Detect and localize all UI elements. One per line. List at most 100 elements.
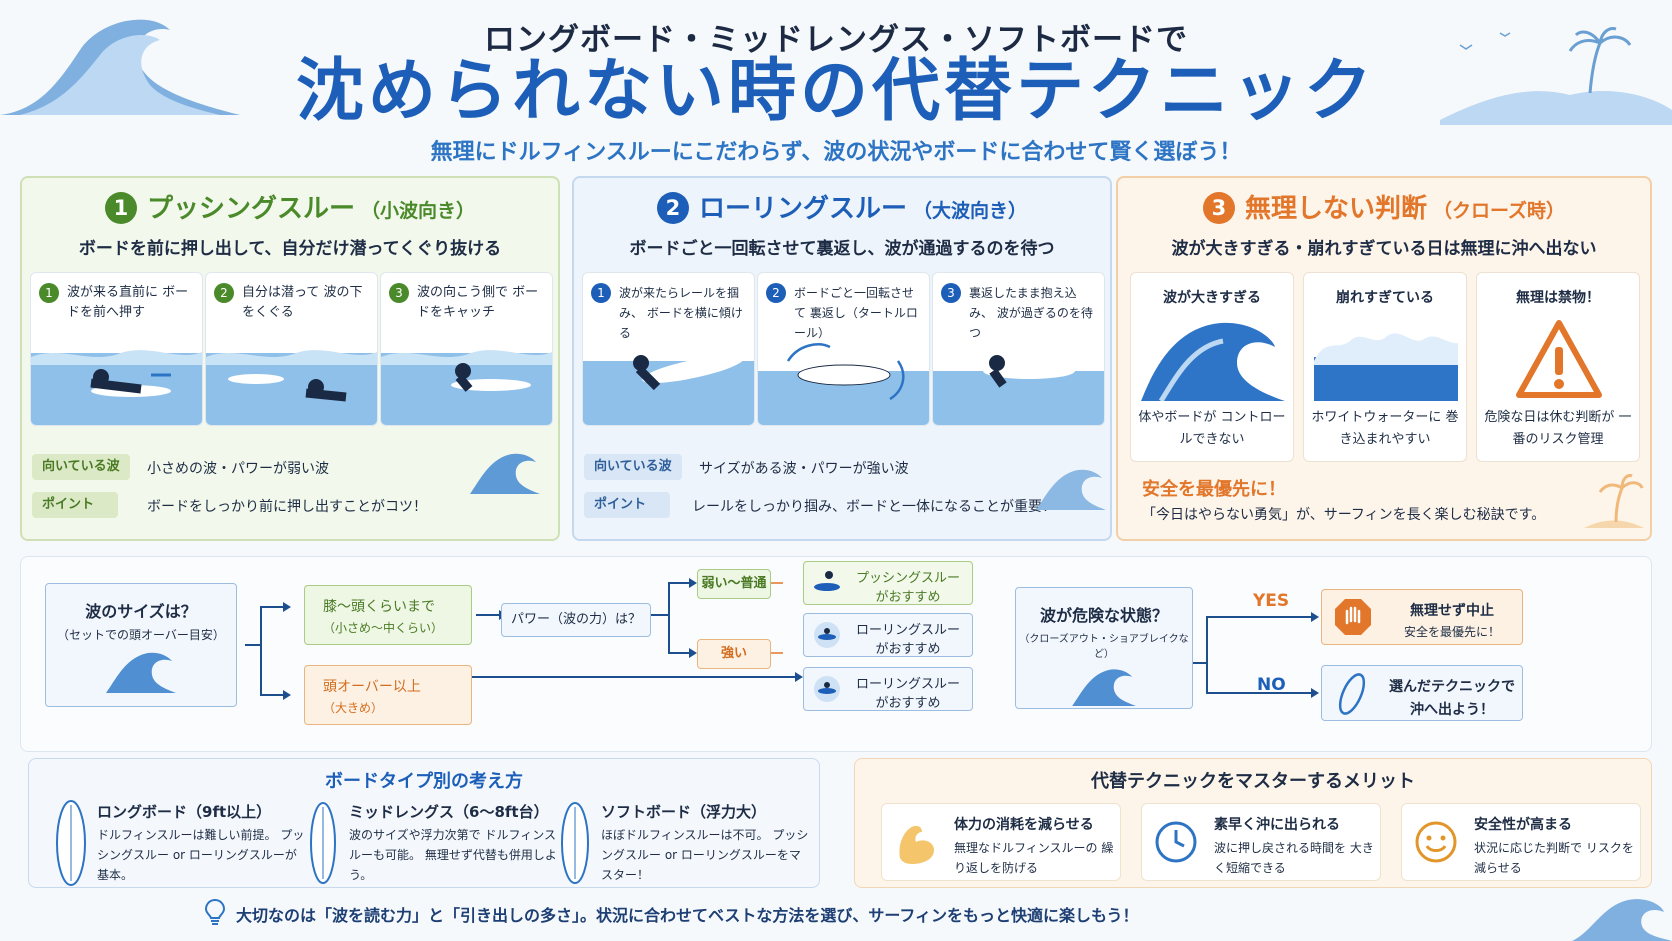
board-type-item: ソフトボード（浮力大） ほぼドルフィンスルーは不可。 プッシングスルー or ロ… <box>553 797 815 887</box>
panel-number: 2 <box>656 192 689 224</box>
suited-wave-label: 向いている波 <box>584 454 682 480</box>
board-type-item: ミッドレングス（6〜8ft台） 波のサイズや浮力次第で ドルフィンスルーも可能。… <box>301 797 557 887</box>
option-subtext: （大きめ） <box>323 701 384 715</box>
section-title: 代替テクニックをマスターするメリット <box>1091 771 1415 792</box>
roll-icon <box>814 622 840 648</box>
wave-size-question: 波のサイズは？ （セットでの頭オーバー目安） <box>45 583 237 707</box>
longboard-icon <box>56 800 86 886</box>
small-wave-option: 膝〜頭くらいまで （小さめ〜中くらい） <box>304 585 472 645</box>
danger-question: 波が危険な状態？ （クローズアウト・ショアブレイクなど） <box>1015 587 1193 709</box>
board-type-desc: 波のサイズや浮力次第で ドルフィンスルーも可能。 無理せず代替も併用しよう。 <box>349 828 557 882</box>
step-number: 2 <box>766 283 786 303</box>
section-title: ボードタイプ別の考え方 <box>325 771 523 792</box>
merit-card: 体力の消耗を減らせる 無理なドルフィンスルーの 繰り返しを防げる <box>881 803 1121 881</box>
step-number: 3 <box>389 283 409 303</box>
surfer-grab-rail-illustration <box>583 355 754 425</box>
step-text: 波が来たらレールを掴み、 ボードを横に傾ける <box>619 286 743 340</box>
wave-icon <box>1072 669 1136 706</box>
option-subtext: （小さめ〜中くらい） <box>323 621 444 635</box>
turtle-hold-illustration <box>933 355 1104 425</box>
step-number: 3 <box>941 283 961 303</box>
step-number: 1 <box>591 283 611 303</box>
panel-title-suffix: （クローズ時） <box>1432 200 1566 222</box>
step-text: 自分は潜って 波の下をくぐる <box>242 285 363 320</box>
risk-card-title: 無理は禁物！ <box>1516 290 1600 306</box>
question-subtext: （セットでの頭オーバー目安） <box>57 628 225 642</box>
roll-icon <box>814 676 840 702</box>
result-subtext: 沖へ出よう！ <box>1410 702 1494 718</box>
suited-wave-text: サイズがある波・パワーが強い波 <box>699 461 909 477</box>
surfer-catch-illustration <box>381 350 552 425</box>
risk-card-title: 崩れすぎている <box>1336 290 1434 306</box>
weak-power-option: 弱い〜普通 <box>697 569 771 599</box>
recommend-suffix: がおすすめ <box>875 590 941 605</box>
board-type-desc: ドルフィンスルーは難しい前提。 プッシングスルー or ローリングスルーが基本。 <box>97 828 305 882</box>
risk-card-title: 波が大きすぎる <box>1163 290 1261 306</box>
risk-card: 無理は禁物！ 危険な日は休む判断が 一番のリスク管理 <box>1476 272 1640 462</box>
merit-card: 素早く沖に出られる 波に押し戻される時間を 大きく短縮できる <box>1141 803 1381 881</box>
whitewater-icon <box>1314 333 1458 401</box>
result-subtext: 安全を最優先に！ <box>1403 625 1500 639</box>
panel-title-suffix: （小波向き） <box>361 200 476 222</box>
result-text: 選んだテクニックで <box>1389 679 1515 695</box>
step-text: 裏返したまま抱え込み、 波が過ぎるのを待つ <box>969 286 1093 340</box>
board-type-desc: ほぼドルフィンスルーは不可。 プッシングスルー or ローリングスルーをマスター… <box>601 828 809 882</box>
big-wave-option: 頭オーバー以上 （大きめ） <box>304 665 472 725</box>
risk-card-text: 体やボードが コントロールできない <box>1138 410 1286 447</box>
surfer-dive-illustration <box>206 350 377 425</box>
turtle-roll-illustration <box>758 343 929 425</box>
recommend-pushing: プッシングスルー がおすすめ <box>803 561 973 605</box>
merit-name: 安全性が高まる <box>1474 817 1572 833</box>
warning-icon <box>1516 320 1602 398</box>
step-card: 3 裏返したまま抱え込み、 波が過ぎるのを待つ <box>932 272 1105 426</box>
board-type-item: ロングボード（9ft以上） ドルフィンスルーは難しい前提。 プッシングスルー o… <box>49 797 304 887</box>
risk-card: 波が大きすぎる 体やボードが コントロールできない <box>1130 272 1294 462</box>
wave-decoration-left <box>0 19 240 115</box>
question-subtext: （クローズアウト・ショアブレイクなど） <box>1019 634 1189 660</box>
merit-desc: 波に押し戻される時間を 大きく短縮できる <box>1214 841 1374 875</box>
strong-power-option: 強い <box>697 639 771 669</box>
wave-icon <box>106 652 176 693</box>
power-question: パワー（波の力）は？ <box>501 603 651 637</box>
wave-icon <box>470 453 540 494</box>
panel-title-text: プッシングスルー <box>146 194 355 224</box>
clock-icon <box>1155 821 1197 863</box>
no-label: NO <box>1257 675 1286 695</box>
step-text: ボードごと一回転させて 裏返し（タートルロール） <box>794 286 918 340</box>
header-subtitle: ロングボード・ミッドレングス・ソフトボードで <box>484 22 1188 58</box>
recommend-suffix: がおすすめ <box>875 696 941 711</box>
safety-title: 安全を最優先に！ <box>1142 479 1286 500</box>
panel-description: ボードごと一回転させて裏返し、波が通過するのを待つ <box>629 239 1055 259</box>
step-card: 2 ボードごと一回転させて 裏返し（タートルロール） <box>757 272 930 426</box>
wave-decoration-bottom <box>1572 899 1672 941</box>
merit-card: 安全性が高まる 状況に応じた判断で リスクを減らせる <box>1401 803 1641 881</box>
palm-island-decoration <box>1440 27 1672 125</box>
merit-name: 体力の消耗を減らせる <box>954 817 1094 833</box>
point-label: ポイント <box>584 492 670 518</box>
point-text: ボードをしっかり前に押し出すことがコツ！ <box>147 499 427 515</box>
merit-desc: 状況に応じた判断で リスクを減らせる <box>1474 841 1634 875</box>
panel-number: 3 <box>1202 192 1235 224</box>
surfboard-icon <box>1338 673 1366 715</box>
recommend-name: ローリングスルー <box>855 623 960 638</box>
step-card: 2 自分は潜って 波の下をくぐる <box>205 272 378 426</box>
lightbulb-icon <box>204 898 226 925</box>
step-number: 2 <box>214 283 234 303</box>
muscle-icon <box>899 825 934 864</box>
step-text: 波の向こう側で ボードをキャッチ <box>417 285 539 320</box>
panel-description: ボードを前に押し出して、自分だけ潜ってくぐり抜ける <box>78 239 502 259</box>
step-number: 1 <box>39 283 59 303</box>
board-types-section: ボードタイプ別の考え方 ロングボード（9ft以上） ドルフィンスルーは難しい前提… <box>28 758 820 888</box>
board-type-name: ソフトボード（浮力大） <box>601 803 767 821</box>
question-text: 波が危険な状態？ <box>1039 606 1168 625</box>
panel-title-suffix: （大波向き） <box>913 200 1028 222</box>
suited-wave-label: 向いている波 <box>32 454 130 480</box>
step-card: 3 波の向こう側で ボードをキャッチ <box>380 272 553 426</box>
decision-flowchart: 波のサイズは？ （セットでの頭オーバー目安） 膝〜頭くらいまで （小さめ〜中くら… <box>20 556 1652 752</box>
suited-wave-text: 小さめの波・パワーが弱い波 <box>147 461 329 477</box>
step-text: 波が来る直前に ボードを前へ押す <box>67 285 189 320</box>
